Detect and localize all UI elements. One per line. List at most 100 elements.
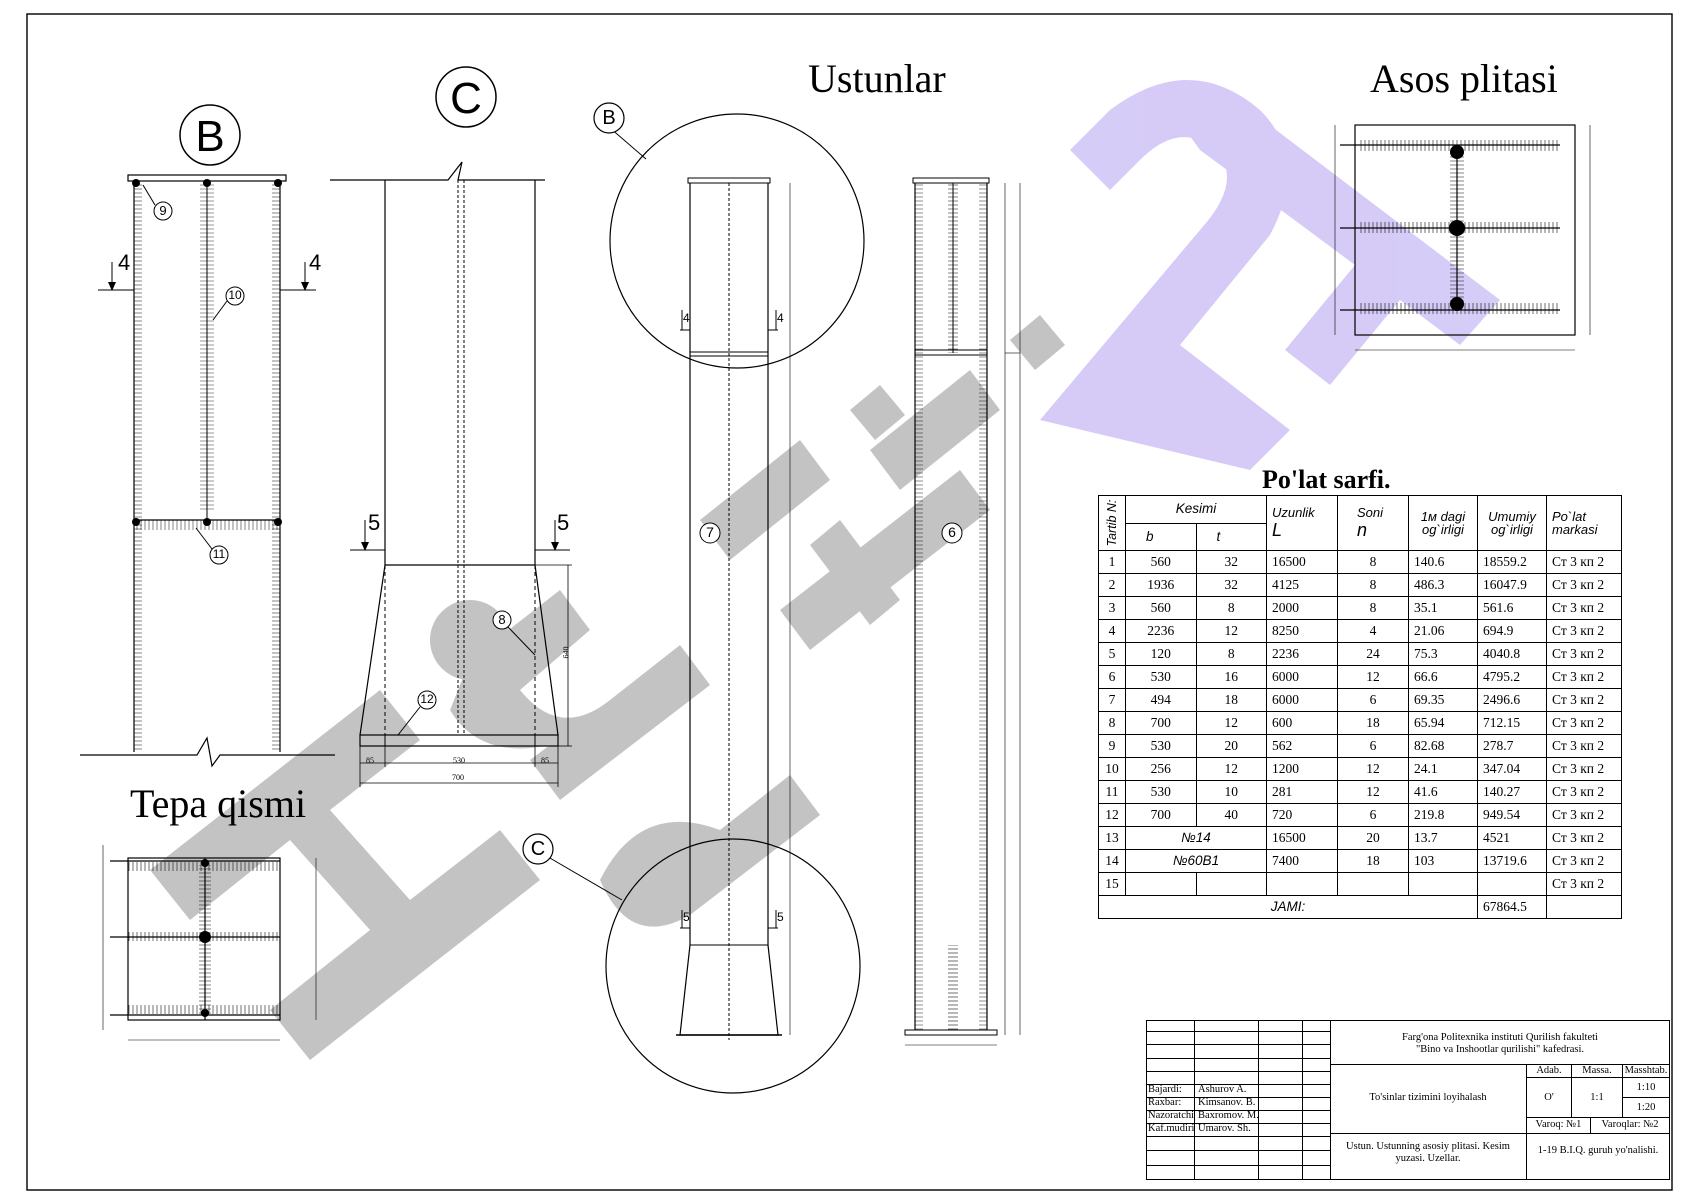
section-4-node-left: 4 xyxy=(683,311,690,325)
cell-unit-weight: 13.7 xyxy=(1408,826,1478,850)
watermark-letter-t xyxy=(780,470,990,650)
stamp-varoqlar: Varoqlar: №2 xyxy=(1601,1119,1659,1130)
cell-length: 1200 xyxy=(1266,757,1338,781)
cell-b: 560 xyxy=(1125,550,1197,574)
row-number: 11 xyxy=(1098,780,1126,804)
cell-t: 18 xyxy=(1195,688,1267,712)
empty-cell xyxy=(1408,872,1478,896)
cell-t: 32 xyxy=(1195,550,1267,574)
cell-length: 2000 xyxy=(1266,596,1338,620)
section-5-node-right: 5 xyxy=(777,910,784,924)
watermark-digit-2 xyxy=(1040,80,1290,470)
cell-t: 8 xyxy=(1195,596,1267,620)
marker-10: 10 xyxy=(228,288,242,302)
dim-85-right: 85 xyxy=(541,756,549,765)
top-part-drawing xyxy=(102,845,317,1041)
marker-6-circle xyxy=(941,522,963,544)
cell-total-weight: 949.54 xyxy=(1477,803,1547,827)
cell-count: 18 xyxy=(1337,711,1409,735)
cell-unit-weight: 75.3 xyxy=(1408,642,1478,666)
cell-t: 32 xyxy=(1195,573,1267,597)
cell-b: 256 xyxy=(1125,757,1197,781)
node-C-label: C xyxy=(530,838,546,860)
cell-unit-weight: 219.8 xyxy=(1408,803,1478,827)
node-B-label: B xyxy=(602,107,616,129)
cell-count: 12 xyxy=(1337,757,1409,781)
title-ustunlar: Ustunlar xyxy=(808,56,946,101)
cell-b: 700 xyxy=(1125,803,1197,827)
cell-unit-weight: 140.6 xyxy=(1408,550,1478,574)
cell-steel-grade: Ст 3 кп 2 xyxy=(1546,872,1622,896)
cell-count: 8 xyxy=(1337,550,1409,574)
column-6-drawing xyxy=(904,177,1021,1046)
section-5-left: 5 xyxy=(368,510,381,535)
cell-length: 562 xyxy=(1266,734,1338,758)
empty-cell xyxy=(1337,872,1409,896)
view-C-bubble xyxy=(435,66,497,128)
stamp-role-2: Nazoratchi xyxy=(1148,1110,1195,1121)
marker-12: 12 xyxy=(420,692,434,706)
title-polat-sarfi: Po'lat sarfi. xyxy=(1262,465,1391,494)
cell-length: 720 xyxy=(1266,803,1338,827)
cell-length: 2236 xyxy=(1266,642,1338,666)
cell-t: 12 xyxy=(1195,619,1267,643)
view-B-drawing xyxy=(80,104,335,768)
dim-85-left: 85 xyxy=(366,756,374,765)
stamp-institute-2: "Bino va Inshootlar qurilishi" kafedrasi… xyxy=(1415,1044,1585,1055)
marker-11-circle xyxy=(209,545,229,565)
row-number: 8 xyxy=(1098,711,1126,735)
node-C-detail-circle xyxy=(605,838,861,1094)
cell-unit-weight: 24.1 xyxy=(1408,757,1478,781)
stamp-name-0: Ashurov A. xyxy=(1198,1084,1247,1095)
dim-700: 700 xyxy=(452,773,464,782)
cell-length: 16500 xyxy=(1266,550,1338,574)
stamp-adab-value: O' xyxy=(1544,1092,1554,1103)
row-number: 10 xyxy=(1098,757,1126,781)
cell-length: 16500 xyxy=(1266,826,1338,850)
cell-total-weight: 4795.2 xyxy=(1477,665,1547,689)
cell-count: 12 xyxy=(1337,665,1409,689)
cell-profile: №60В1 xyxy=(1125,849,1267,873)
title-asos-plitasi: Asos plitasi xyxy=(1370,56,1558,101)
cell-steel-grade: Ст 3 кп 2 xyxy=(1546,711,1622,735)
cell-t: 8 xyxy=(1195,642,1267,666)
marker-9-circle xyxy=(153,201,173,221)
cell-steel-grade: Ст 3 кп 2 xyxy=(1546,619,1622,643)
header-b: b xyxy=(1125,522,1197,551)
marker-11: 11 xyxy=(212,547,226,561)
cell-length: 6000 xyxy=(1266,665,1338,689)
marker-8-circle xyxy=(492,610,512,630)
stamp-role-1: Raxbar: xyxy=(1148,1097,1182,1108)
stamp-scale-2: 1:20 xyxy=(1636,1102,1656,1113)
row-number: 13 xyxy=(1098,826,1126,850)
cell-b: 560 xyxy=(1125,596,1197,620)
cell-profile: №14 xyxy=(1125,826,1267,850)
stamp-role-0: Bajardi: xyxy=(1148,1084,1182,1095)
cell-b: 700 xyxy=(1125,711,1197,735)
cell-count: 24 xyxy=(1337,642,1409,666)
cell-steel-grade: Ст 3 кп 2 xyxy=(1546,849,1622,873)
row-number: 9 xyxy=(1098,734,1126,758)
cell-total-weight: 140.27 xyxy=(1477,780,1547,804)
stamp-sheet-title: Ustun. Ustunning asosiy plitasi. Kesim y… xyxy=(1346,1141,1510,1164)
cell-steel-grade: Ст 3 кп 2 xyxy=(1546,596,1622,620)
cell-total-weight: 347.04 xyxy=(1477,757,1547,781)
base-plate-drawing xyxy=(1334,124,1591,351)
marker-9: 9 xyxy=(159,203,167,218)
cell-total-weight: 4521 xyxy=(1477,826,1547,850)
view-B-label: B xyxy=(195,112,225,161)
cell-unit-weight: 66.6 xyxy=(1408,665,1478,689)
cell-steel-grade: Ст 3 кп 2 xyxy=(1546,550,1622,574)
cell-total-weight: 18559.2 xyxy=(1477,550,1547,574)
cell-total-weight: 694.9 xyxy=(1477,619,1547,643)
stamp-varoq: Varoq: №1 xyxy=(1535,1119,1582,1130)
empty-cell xyxy=(1266,872,1338,896)
watermark-blob xyxy=(430,600,510,680)
